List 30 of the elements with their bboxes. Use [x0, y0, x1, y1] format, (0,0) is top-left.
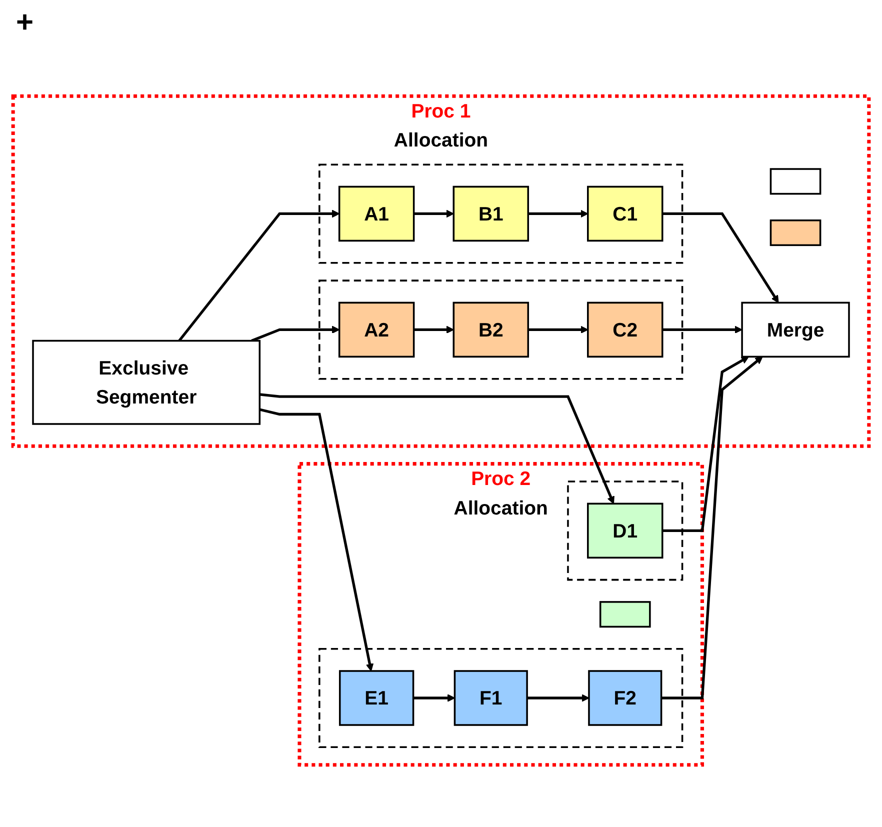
- process-box: A2: [338, 302, 415, 358]
- process-box: B2: [452, 302, 530, 358]
- arrow: [251, 326, 340, 342]
- process-box: Merge: [741, 302, 850, 358]
- arrow: [528, 210, 588, 218]
- arrow: [260, 393, 614, 504]
- swatch-icon: [770, 219, 822, 246]
- process-box: F2: [588, 670, 662, 726]
- process-box: D1: [587, 502, 664, 559]
- arrow: [662, 356, 749, 532]
- process-box: E1: [338, 670, 414, 726]
- arrow: [662, 212, 779, 304]
- arrow: [413, 694, 456, 702]
- arrow: [178, 210, 340, 342]
- arrow: [528, 326, 588, 334]
- arrow: [414, 210, 454, 218]
- process-box: A1: [338, 186, 415, 242]
- process-box: B1: [452, 186, 530, 242]
- plus-sign: +: [16, 8, 34, 38]
- process-box: Exclusive Segmenter: [32, 340, 261, 425]
- arrow: [414, 326, 454, 334]
- arrow: [259, 408, 374, 672]
- swatch-icon: [770, 168, 822, 195]
- arrow: [661, 356, 763, 700]
- process-box: C1: [587, 186, 664, 242]
- arrow: [527, 694, 590, 702]
- process-box: C2: [587, 302, 664, 358]
- arrow: [662, 326, 742, 334]
- swatch-icon: [599, 601, 651, 628]
- process-box: F1: [454, 670, 528, 726]
